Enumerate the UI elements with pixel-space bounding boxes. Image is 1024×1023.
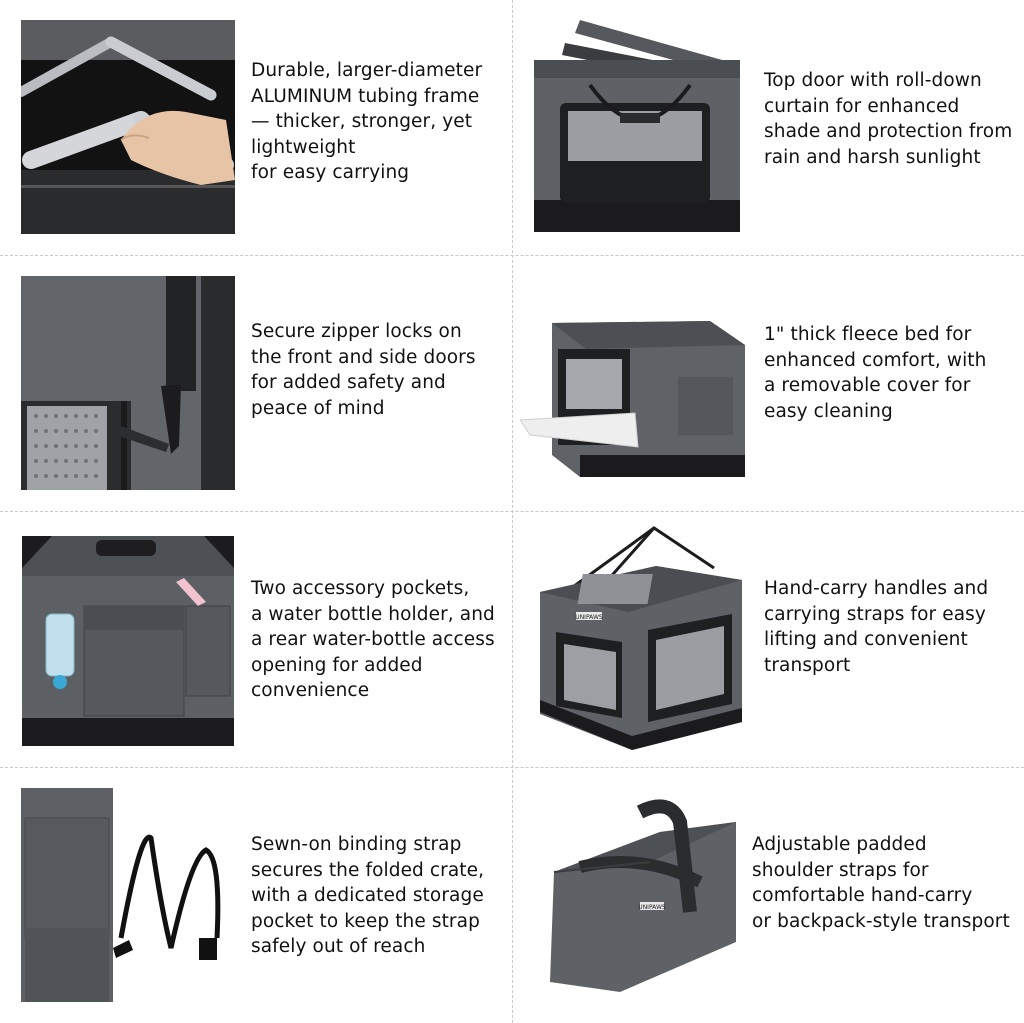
- feature-caption-8: Adjustable padded shoulder straps for co…: [752, 834, 1010, 932]
- aluminum-frame-photo: [21, 20, 235, 234]
- feature-caption-5: Two accessory pockets, a water bottle ho…: [251, 578, 495, 702]
- feature-caption-3: Secure zipper locks on the front and sid…: [251, 321, 476, 419]
- feature-caption-2: Top door with roll-down curtain for enha…: [764, 70, 1013, 168]
- row-divider-3: [0, 767, 1024, 768]
- zipper-lock-photo: [21, 276, 235, 490]
- feature-caption-6: Hand-carry handles and carrying straps f…: [764, 578, 989, 676]
- carry-bag-photo: UNIPAWS: [540, 792, 740, 992]
- feature-caption-4: 1" thick fleece bed for enhanced comfort…: [764, 324, 987, 422]
- row-divider-2: [0, 511, 1024, 512]
- top-door-crate-photo: [530, 15, 760, 237]
- feature-caption-7: Sewn-on binding strap secures the folded…: [251, 834, 485, 958]
- row-divider-1: [0, 255, 1024, 256]
- fleece-bed-crate-photo: [520, 315, 750, 479]
- binding-strap-photo: [21, 788, 235, 1002]
- brand-label-bag: UNIPAWS: [638, 904, 666, 911]
- handles-straps-crate-photo: UNIPAWS: [536, 522, 746, 754]
- feature-caption-1: Durable, larger-diameter ALUMINUM tubing…: [251, 60, 483, 184]
- accessory-pockets-photo: [16, 522, 236, 754]
- brand-label-crate: UNIPAWS: [575, 614, 603, 621]
